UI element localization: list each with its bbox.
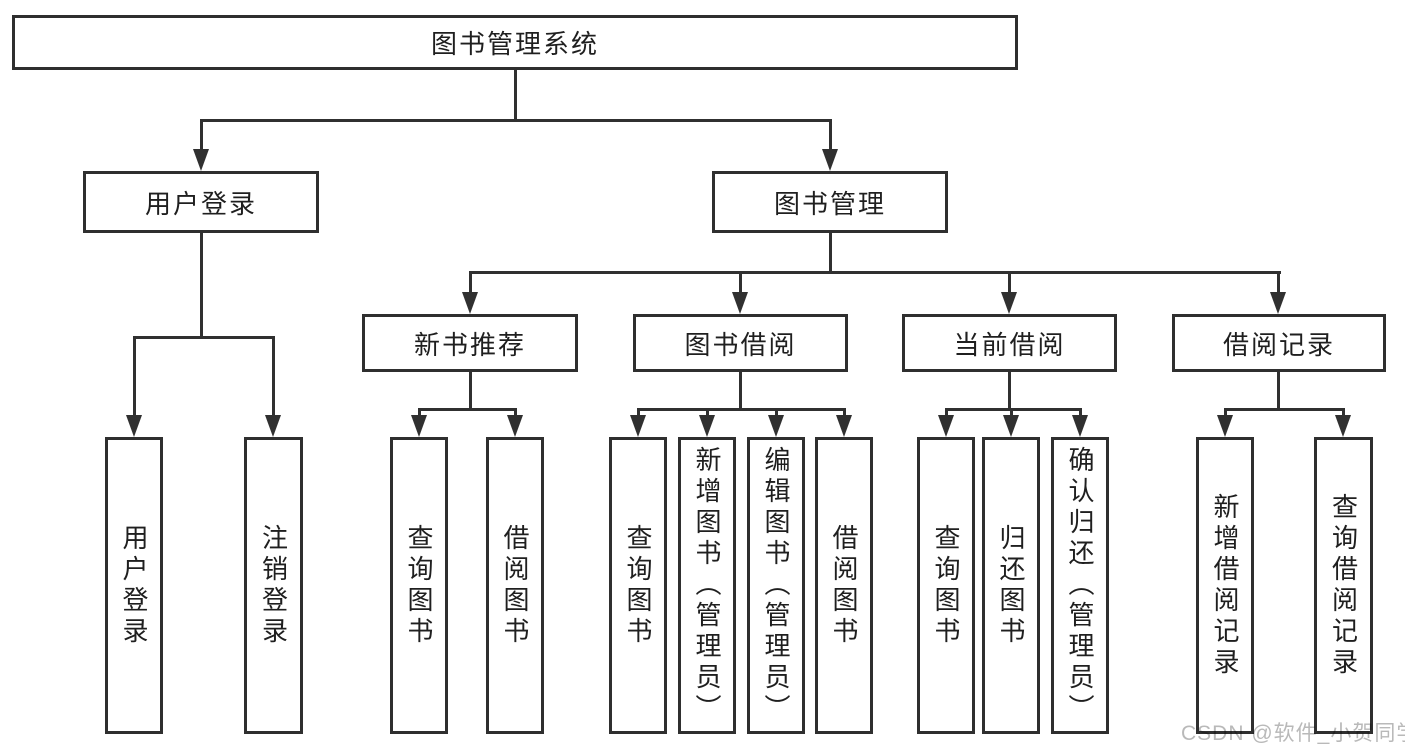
connector-root-stem (514, 70, 517, 121)
connector-book-management-stem (829, 233, 832, 273)
arrowhead-new-books (462, 292, 478, 314)
connector-current-borrow-bus (945, 408, 1082, 411)
arrowhead-book-management (822, 149, 838, 171)
arrowhead-nb-borrow (507, 415, 523, 437)
arrowhead-borrow-records (1270, 292, 1286, 314)
leaf-logout: 注销登录 (244, 437, 303, 734)
leaf-user-login: 用户登录 (105, 437, 163, 734)
connector-drop-bb-add (706, 408, 709, 418)
leaf-add-book-admin: 新增图书（管理员） (678, 437, 736, 734)
connector-drop-br-query (1342, 408, 1345, 418)
connector-drop-book-management (829, 119, 832, 151)
arrowhead-bb-add (699, 415, 715, 437)
arrowhead-br-query (1335, 415, 1351, 437)
node-book-borrowing: 图书借阅 (633, 314, 848, 372)
leaf-edit-book-admin: 编辑图书（管理员） (747, 437, 805, 734)
connector-drop-cb-query (945, 408, 948, 418)
connector-drop-nb-borrow (514, 408, 517, 418)
connector-book-borrow-stem (739, 372, 742, 410)
connector-drop-nb-query (418, 408, 421, 418)
arrowhead-user-login (193, 149, 209, 171)
connector-drop-bb-borrow (843, 408, 846, 418)
arrowhead-bb-borrow (836, 415, 852, 437)
node-book-management: 图书管理 (712, 171, 948, 233)
connector-drop-user-login (200, 119, 203, 151)
leaf-confirm-return-admin: 确认归还（管理员） (1051, 437, 1109, 734)
connector-drop-leaf-logout (272, 336, 275, 417)
node-borrowing-records: 借阅记录 (1172, 314, 1386, 372)
connector-root-bus (200, 119, 832, 122)
connector-drop-book-borrow (739, 271, 742, 294)
connector-user-login-stem (200, 233, 203, 337)
arrowhead-cb-query (938, 415, 954, 437)
node-new-book-recommendation: 新书推荐 (362, 314, 578, 372)
arrowhead-leaf-logout (265, 415, 281, 437)
connector-drop-leaf-user-login (133, 336, 136, 417)
arrowhead-br-add (1217, 415, 1233, 437)
connector-drop-cb-return (1010, 408, 1013, 418)
connector-book-management-bus (469, 271, 1281, 274)
connector-new-books-stem (469, 372, 472, 410)
leaf-query-books-recommend: 查询图书 (390, 437, 448, 734)
connector-borrow-records-bus (1224, 408, 1345, 411)
connector-drop-current-borrow (1008, 271, 1011, 294)
connector-drop-bb-edit (775, 408, 778, 418)
node-user-login: 用户登录 (83, 171, 319, 233)
arrowhead-leaf-user-login (126, 415, 142, 437)
connector-drop-cb-confirm (1079, 408, 1082, 418)
arrowhead-book-borrow (732, 292, 748, 314)
leaf-borrow-books-recommend: 借阅图书 (486, 437, 544, 734)
connector-drop-br-add (1224, 408, 1227, 418)
connector-book-borrow-bus (637, 408, 846, 411)
connector-new-books-bus (418, 408, 517, 411)
csdn-watermark: CSDN @软件_小贺同学 (1181, 722, 1405, 745)
node-library-management-system: 图书管理系统 (12, 15, 1018, 70)
leaf-query-books-borrow: 查询图书 (609, 437, 667, 734)
leaf-query-books-current: 查询图书 (917, 437, 975, 734)
node-current-borrowing: 当前借阅 (902, 314, 1117, 372)
arrowhead-bb-query (630, 415, 646, 437)
connector-drop-new-books (469, 271, 472, 294)
leaf-add-borrow-record: 新增借阅记录 (1196, 437, 1254, 734)
connector-user-login-bus (133, 336, 275, 339)
connector-drop-bb-query (637, 408, 640, 418)
arrowhead-current-borrow (1001, 292, 1017, 314)
arrowhead-cb-confirm (1072, 415, 1088, 437)
leaf-borrow-books: 借阅图书 (815, 437, 873, 734)
arrowhead-cb-return (1003, 415, 1019, 437)
connector-current-borrow-stem (1008, 372, 1011, 410)
connector-drop-borrow-records (1277, 271, 1280, 294)
arrowhead-nb-query (411, 415, 427, 437)
leaf-query-borrow-record: 查询借阅记录 (1314, 437, 1373, 734)
leaf-return-books: 归还图书 (982, 437, 1040, 734)
connector-borrow-records-stem (1277, 372, 1280, 410)
arrowhead-bb-edit (768, 415, 784, 437)
